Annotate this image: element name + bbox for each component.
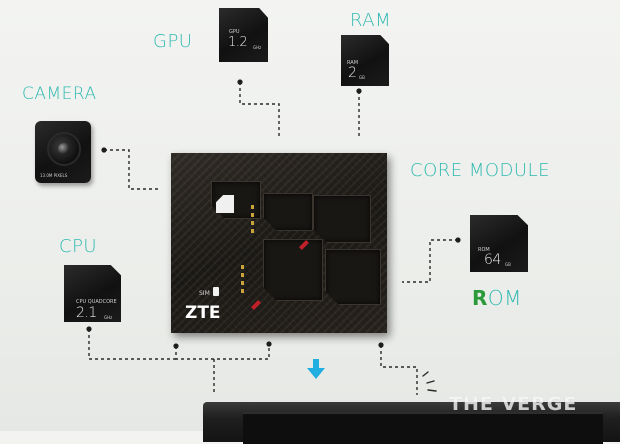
rom-connector bbox=[402, 239, 458, 283]
sim-label: SIM bbox=[199, 290, 210, 297]
the-verge-watermark: THE VERGE bbox=[449, 393, 578, 415]
connector-dot bbox=[378, 342, 384, 348]
cpu-label: CPU bbox=[59, 236, 98, 257]
modular-phone-diagram-photo: GPU RAM CAMERA CORE MODULE CPU ROM GPU 1… bbox=[22, 8, 620, 444]
module-slot bbox=[263, 239, 323, 301]
module-slot bbox=[325, 249, 381, 305]
rom-label-initial: R bbox=[472, 286, 488, 310]
cpu-module: CPU QUADCORE 2.1 GHz bbox=[64, 265, 121, 322]
module-slot bbox=[313, 195, 371, 243]
gpu-chip-caption: GPU bbox=[229, 29, 240, 35]
ram-module: RAM 2 GB bbox=[341, 35, 389, 86]
camera-connector bbox=[104, 149, 160, 190]
connector-dot bbox=[101, 147, 107, 153]
camera-label: CAMERA bbox=[22, 84, 97, 104]
down-arrow-icon bbox=[313, 359, 319, 368]
core-module-label: CORE MODULE bbox=[410, 160, 550, 181]
gpu-chip-unit: GHz bbox=[253, 45, 262, 50]
rom-module: ROM 64 GB bbox=[470, 215, 528, 272]
cpu-connector bbox=[88, 329, 176, 360]
tray-cavity bbox=[243, 412, 603, 444]
connector-dot bbox=[356, 88, 362, 94]
ram-chip-caption: RAM bbox=[347, 60, 359, 66]
down-arrow-head bbox=[307, 368, 325, 379]
rom-chip-unit: GB bbox=[505, 262, 511, 267]
connector-dot bbox=[266, 341, 272, 347]
camera-chip-caption: 13.0M PIXELS bbox=[40, 173, 68, 178]
click-burst bbox=[422, 371, 437, 392]
camera-lens-icon bbox=[47, 132, 81, 166]
core-module-board: SIM ZTE bbox=[171, 153, 387, 333]
rom-label: ROM bbox=[472, 286, 522, 310]
zte-logo: ZTE bbox=[185, 303, 221, 323]
cpu-chip-value: 2.1 bbox=[76, 305, 97, 321]
rom-chip-caption: ROM bbox=[478, 247, 490, 253]
connector-dot bbox=[237, 79, 243, 85]
camera-module: 13.0M PIXELS bbox=[35, 121, 91, 183]
ram-chip-value: 2 bbox=[348, 65, 357, 81]
ram-label: RAM bbox=[350, 10, 392, 31]
gpu-module: GPU 1.2 GHz bbox=[219, 8, 268, 62]
connector-dot bbox=[455, 237, 461, 243]
rom-label-rest: OM bbox=[487, 286, 522, 310]
white-connector-tab bbox=[216, 195, 234, 213]
connector-lines bbox=[86, 79, 461, 395]
cpu-chip-caption: CPU QUADCORE bbox=[76, 299, 117, 305]
sim-slot-icon bbox=[213, 287, 219, 296]
red-latch bbox=[251, 300, 261, 310]
rom-chip-value: 64 bbox=[484, 252, 501, 268]
gpu-label: GPU bbox=[153, 31, 193, 52]
connector-dot bbox=[173, 343, 179, 349]
connector-dot bbox=[86, 326, 92, 332]
gpu-connector bbox=[239, 82, 280, 137]
gpu-chip-value: 1.2 bbox=[228, 35, 248, 50]
bottom-left-connector bbox=[175, 344, 270, 360]
module-slot bbox=[263, 193, 313, 231]
ram-chip-unit: GB bbox=[359, 75, 365, 80]
cpu-chip-unit: GHz bbox=[104, 315, 113, 320]
bottom-right-connector bbox=[380, 345, 418, 395]
